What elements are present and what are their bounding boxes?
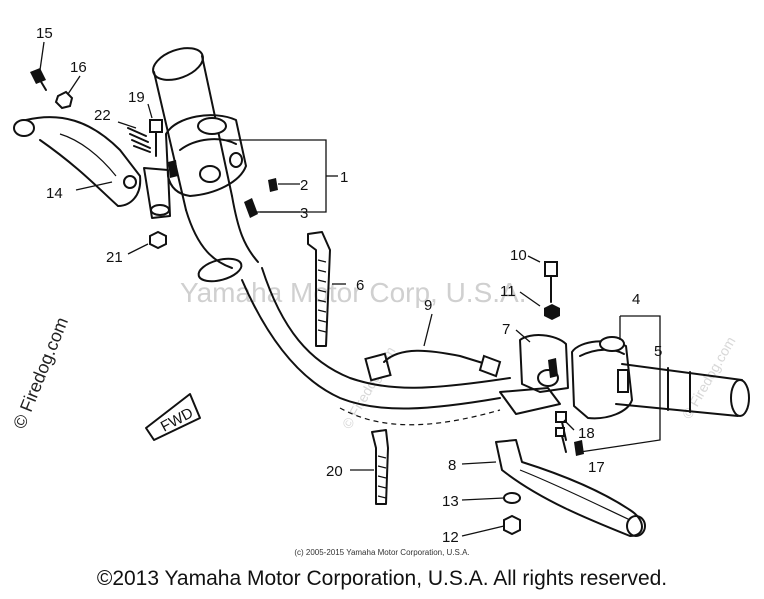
part-label-8: 8 — [448, 457, 456, 474]
small-copyright-notice: (c) 2005-2015 Yamaha Motor Corporation, … — [294, 548, 470, 557]
nut-12 — [503, 514, 521, 536]
main-copyright-notice: ©2013 Yamaha Motor Corporation, U.S.A. A… — [96, 567, 668, 590]
brake-switch-wire-9 — [364, 349, 502, 382]
part-label-4: 4 — [632, 291, 640, 308]
part-label-17: 17 — [588, 459, 605, 476]
part-label-18: 18 — [578, 425, 595, 442]
part-label-5: 5 — [654, 343, 662, 360]
washer-13 — [503, 492, 521, 504]
cable-band-6 — [307, 231, 331, 347]
bolt-19 — [149, 119, 163, 157]
screw-3 — [244, 198, 258, 218]
bolt-15 — [30, 68, 47, 91]
part-label-16: 16 — [70, 59, 87, 76]
nut-16 — [54, 90, 74, 110]
right-switch-housing — [571, 336, 633, 420]
washer-11 — [544, 304, 560, 320]
part-label-12: 12 — [442, 529, 459, 546]
bolt-10 — [544, 261, 558, 303]
part-label-1: 1 — [340, 169, 348, 186]
side-watermark: © Firedog.com — [9, 314, 72, 431]
brake-master-cylinder — [499, 334, 569, 415]
part-label-19: 19 — [128, 89, 145, 106]
part-label-13: 13 — [442, 493, 459, 510]
left-switch-housing — [165, 114, 247, 197]
leader-lines — [39, 41, 661, 537]
part-label-3: 3 — [300, 205, 308, 222]
part-label-9: 9 — [424, 297, 432, 314]
fwd-arrow: FWD — [145, 393, 201, 441]
part-label-15: 15 — [36, 25, 53, 42]
part-label-22: 22 — [94, 107, 111, 124]
part-label-14: 14 — [46, 185, 63, 202]
front-brake-lever — [495, 439, 646, 537]
part-number-labels: 15 16 22 19 14 21 1 2 3 6 9 10 11 7 4 5 … — [36, 25, 662, 546]
part-label-20: 20 — [326, 463, 343, 480]
cable-band-20 — [371, 429, 389, 505]
part-label-6: 6 — [356, 277, 364, 294]
part-label-2: 2 — [300, 177, 308, 194]
spring-22 — [127, 127, 151, 153]
fwd-arrow-label: FWD — [158, 404, 196, 435]
part-label-10: 10 — [510, 247, 527, 264]
handlebar — [152, 47, 750, 426]
left-lever-bracket — [143, 167, 171, 219]
center-watermark: Yamaha Motor Corp, U.S.A. — [180, 277, 527, 308]
nut-21 — [149, 230, 167, 250]
left-clutch-lever — [13, 116, 142, 207]
part-label-7: 7 — [502, 321, 510, 338]
screw-2 — [268, 178, 278, 192]
part-label-21: 21 — [106, 249, 123, 266]
part-label-11: 11 — [500, 283, 516, 300]
